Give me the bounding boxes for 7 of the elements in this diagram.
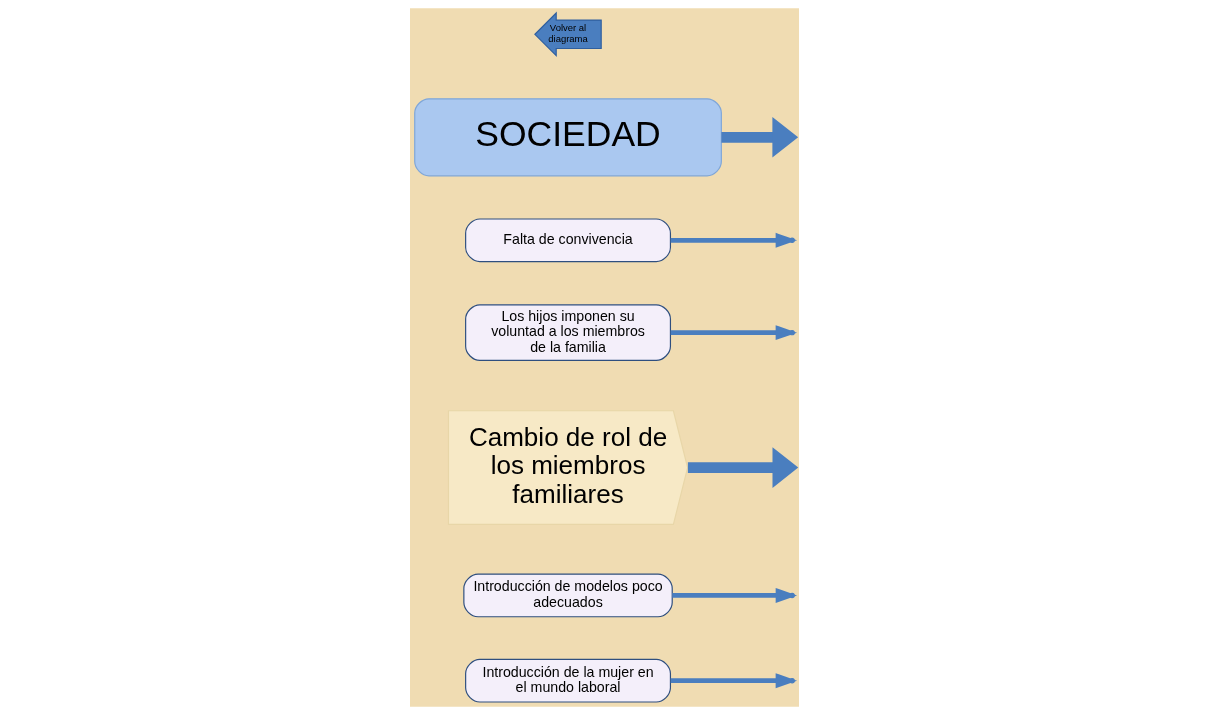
- node-box: Falta de convivencia: [465, 218, 672, 263]
- node-box: Introducción de la mujer en el mundo laboral: [465, 658, 672, 703]
- node-box: Introducción de modelos poco adecuados: [463, 573, 673, 618]
- arrow: [687, 447, 799, 488]
- node-box: Los hijos imponen su voluntad a los miembros de la familia: [465, 304, 672, 362]
- node-box: SOCIEDAD: [414, 98, 722, 177]
- arrow: [721, 117, 799, 158]
